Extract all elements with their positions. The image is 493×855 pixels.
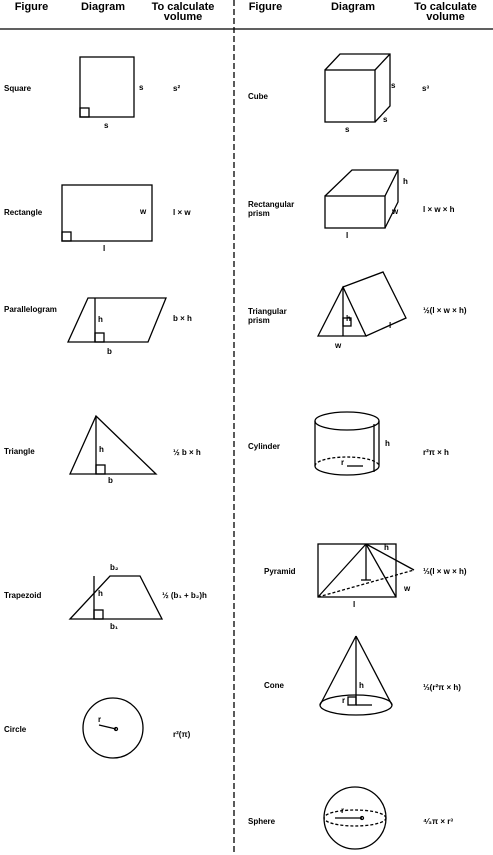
label-parallelogram-height: h (98, 315, 103, 324)
label-rectangular-prism-height: h (403, 177, 408, 186)
formula-triangular-prism: ½(l × w × h) (423, 306, 467, 315)
label-trapezoid-height: h (98, 589, 103, 598)
figure-cylinder: Cylinder (248, 442, 281, 451)
label-triangle-height: h (99, 445, 104, 454)
label-trapezoid-b1: b₁ (110, 622, 119, 631)
label-rectangle-width: w (140, 207, 147, 216)
triangle-diagram (68, 414, 158, 475)
header-figure-right: Figure (248, 1, 283, 13)
formula-rectangular-prism: l × w × h (423, 205, 455, 214)
label-sphere-radius: r (341, 806, 345, 815)
figure-parallelogram: Parallelogram (4, 305, 57, 314)
figure-circle: Circle (4, 725, 27, 734)
formula-rectangle: l × w (173, 208, 191, 217)
label-cylinder-radius: r (341, 458, 345, 467)
label-rectangular-prism-length: l (346, 231, 349, 240)
formula-cylinder: r²π × h (423, 448, 449, 457)
label-cylinder-height: h (385, 439, 390, 448)
label-pyramid-length: l (353, 600, 356, 609)
label-cube-length: s (345, 125, 350, 134)
figure-rectangular-prism: Rectangular prism (248, 200, 294, 218)
label-circle-radius: r (98, 715, 102, 724)
header-diagram-left: Diagram (80, 1, 126, 13)
label-pyramid-height: h (384, 543, 389, 552)
trapezoid-diagram (68, 575, 164, 620)
figure-square: Square (4, 84, 32, 93)
label-parallelogram-base: b (107, 347, 112, 356)
figure-triangular-prism-line1: Triangular (248, 307, 287, 316)
formula-parallelogram: b × h (173, 314, 192, 323)
figure-rectangular-prism-line1: Rectangular (248, 200, 295, 209)
label-cone-height: h (359, 681, 364, 690)
label-cube-height: s (391, 81, 396, 90)
rectangle-diagram (61, 184, 153, 242)
figure-rectangle: Rectangle (4, 208, 43, 217)
triangular-prism-diagram (316, 271, 407, 337)
label-triangular-prism-width: w (335, 341, 342, 350)
figure-triangle: Triangle (4, 447, 35, 456)
cone-diagram (319, 635, 393, 716)
formula-sphere: ⁴⁄₃π × r³ (423, 817, 454, 826)
figure-cube: Cube (248, 92, 268, 101)
parallelogram-diagram (66, 297, 167, 343)
label-triangular-prism-height: h (346, 314, 351, 323)
figure-triangular-prism-line2: prism (248, 316, 270, 325)
label-triangle-base: b (108, 476, 113, 485)
formula-triangle: ½ b × h (173, 448, 201, 457)
formula-circle: r²(π) (173, 730, 191, 739)
square-diagram (79, 56, 135, 118)
formula-cone: ⅓(r²π × h) (423, 683, 461, 692)
formula-square: s² (173, 84, 181, 93)
label-triangular-prism-length: l (389, 321, 392, 330)
circle-diagram (82, 697, 144, 759)
sphere-diagram (323, 786, 387, 850)
formula-trapezoid: ½ (b₁ + b₂)h (162, 591, 207, 600)
figure-sphere: Sphere (248, 817, 276, 826)
figure-trapezoid: Trapezoid (4, 591, 42, 600)
formula-cube: s³ (422, 84, 430, 93)
header-diagram-right: Diagram (330, 1, 376, 13)
formula-pyramid: ⅓(l × w × h) (423, 567, 467, 576)
label-pyramid-width: w (404, 584, 411, 593)
figure-cone: Cone (264, 681, 284, 690)
header-figure-left: Figure (14, 1, 49, 13)
label-cone-radius: r (342, 696, 346, 705)
rectangular-prism-diagram (324, 169, 399, 229)
label-cube-width: s (383, 115, 388, 124)
label-square-side-right: s (139, 83, 144, 92)
label-rectangular-prism-width: w (392, 207, 399, 216)
figure-rectangular-prism-line2: prism (248, 209, 270, 218)
cube-diagram (324, 53, 391, 123)
figure-triangular-prism: Triangular prism (248, 307, 287, 325)
pyramid-diagram (317, 543, 415, 598)
label-trapezoid-b2: b₂ (110, 563, 119, 572)
label-rectangle-length: l (103, 244, 106, 253)
label-square-side-bottom: s (104, 121, 109, 130)
figure-pyramid: Pyramid (264, 567, 296, 576)
cylinder-diagram (314, 411, 380, 476)
